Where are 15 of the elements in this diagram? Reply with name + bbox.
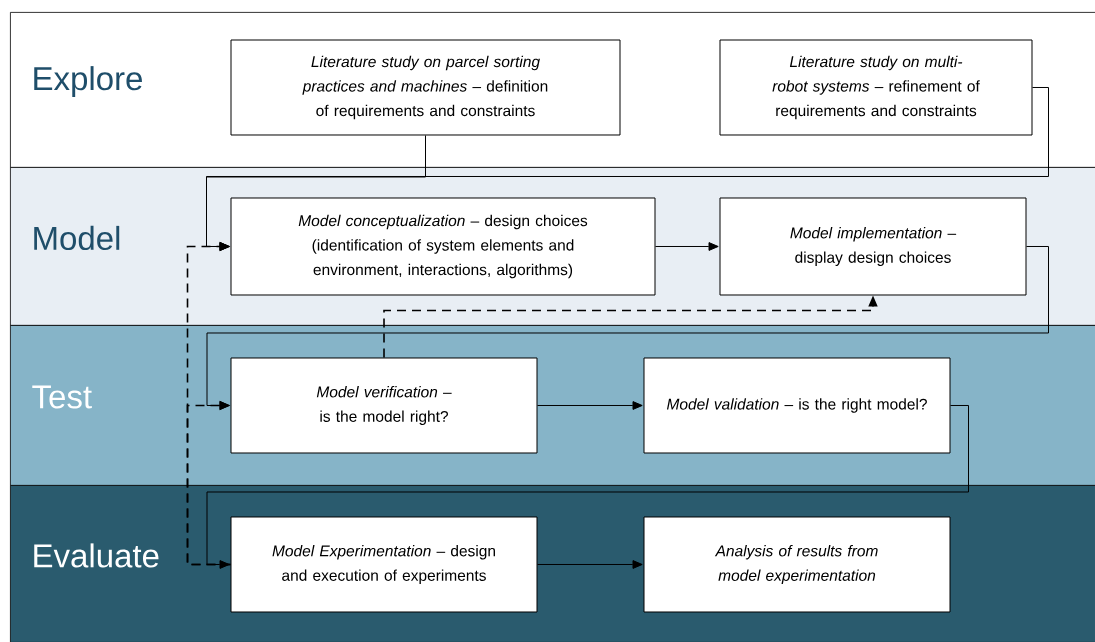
process-box: Model Experimentation – design and execution of experiments bbox=[230, 516, 538, 613]
process-box: Model conceptualization – design choices (identification of system elements and environment, interactions, algorithms) bbox=[230, 197, 656, 296]
process-box: Model validation – is the right model? bbox=[643, 357, 951, 454]
arrow bbox=[206, 405, 969, 569]
arrow bbox=[655, 242, 719, 251]
arrow bbox=[537, 401, 643, 410]
arrow bbox=[206, 87, 1049, 251]
process-box: Model verification – is the model right? bbox=[230, 357, 538, 454]
process-box: Model implementation – display design choices bbox=[719, 197, 1027, 296]
process-box: Literature study on multi-robot systems – refinement of requirements and constraints bbox=[719, 39, 1033, 136]
arrow bbox=[537, 560, 643, 569]
arrow bbox=[206, 246, 1049, 410]
arrow bbox=[186, 400, 232, 566]
process-box: Analysis of results from model experimentation bbox=[643, 516, 951, 613]
process-box: Literature study on parcel sorting practices and machines – definition of requirements and constraints bbox=[230, 39, 621, 136]
